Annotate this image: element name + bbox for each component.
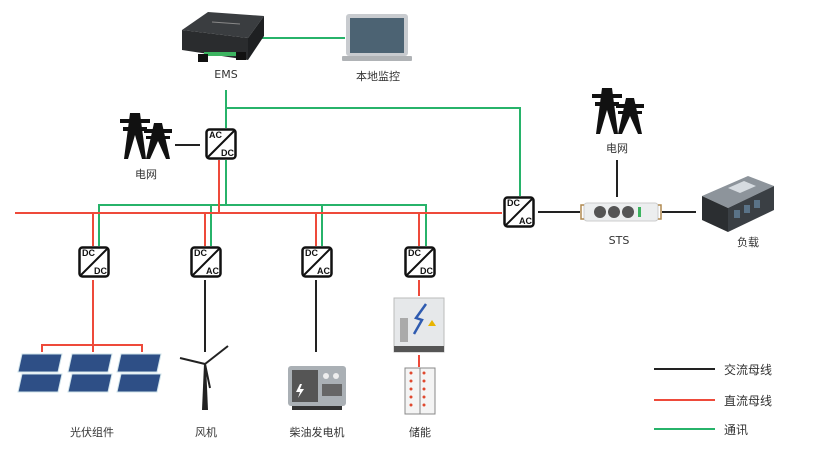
building-load-icon (702, 176, 774, 232)
legend-comm: 通讯 (724, 423, 749, 437)
converter-box-icon (301, 246, 333, 278)
wind-label: 风机 (195, 426, 217, 439)
converter-diesel-dcac: DC AC (301, 246, 333, 278)
converter-box-icon (503, 196, 535, 228)
converter-input: DC (194, 248, 207, 258)
converter-input: DC (507, 198, 520, 208)
legend-dc-bus: 直流母线 (724, 394, 773, 408)
converter-output: DC (420, 266, 433, 276)
converter-main-dcac: DC AC (503, 196, 535, 228)
converter-box-icon (190, 246, 222, 278)
converter-input: DC (305, 248, 318, 258)
converter-pv-dcdc: DC DC (78, 246, 110, 278)
converter-output: DC (221, 148, 234, 158)
comm-bus (98, 204, 427, 246)
ems-controller-icon (182, 12, 264, 62)
legend-lines (654, 368, 715, 430)
energy-storage-cabinet-icon (393, 297, 445, 353)
converter-output: AC (317, 266, 330, 276)
sts-label: STS (608, 234, 630, 247)
battery-rack-icon (404, 367, 436, 415)
grid-left-label: 电网 (135, 168, 157, 181)
grid-right-tower-icon (592, 88, 644, 134)
converter-output: DC (94, 266, 107, 276)
converter-input: DC (82, 248, 95, 258)
converter-box-icon (78, 246, 110, 278)
converter-grid-acdc: AC DC (205, 128, 237, 160)
converter-box-icon (404, 246, 436, 278)
storage-label: 储能 (409, 426, 431, 439)
sts-icon (580, 202, 662, 222)
solar-panel-icon (17, 353, 162, 393)
converter-storage-dcdc: DC DC (404, 246, 436, 278)
ems-label: EMS (214, 68, 238, 81)
converter-box-icon (205, 128, 237, 160)
grid-right-label: 电网 (606, 142, 628, 155)
converter-wind-dcac: DC AC (190, 246, 222, 278)
converter-input: DC (408, 248, 421, 258)
laptop-icon (342, 14, 412, 61)
diesel-generator-icon (288, 366, 346, 410)
grid-left-tower-icon (120, 113, 172, 159)
converter-output: AC (206, 266, 219, 276)
converter-input: AC (209, 130, 222, 140)
ac-lines (175, 144, 696, 352)
comm-ems-dcac (225, 90, 521, 196)
comm-lines (98, 37, 521, 246)
converter-output: AC (519, 216, 532, 226)
load-label: 负载 (737, 236, 759, 249)
local-monitor-label: 本地监控 (356, 70, 400, 83)
pv-label: 光伏组件 (70, 426, 114, 439)
diesel-label: 柴油发电机 (289, 426, 345, 439)
wind-turbine-icon (179, 345, 229, 410)
legend-ac-bus: 交流母线 (724, 363, 773, 377)
dc-bus-lines (15, 160, 502, 367)
